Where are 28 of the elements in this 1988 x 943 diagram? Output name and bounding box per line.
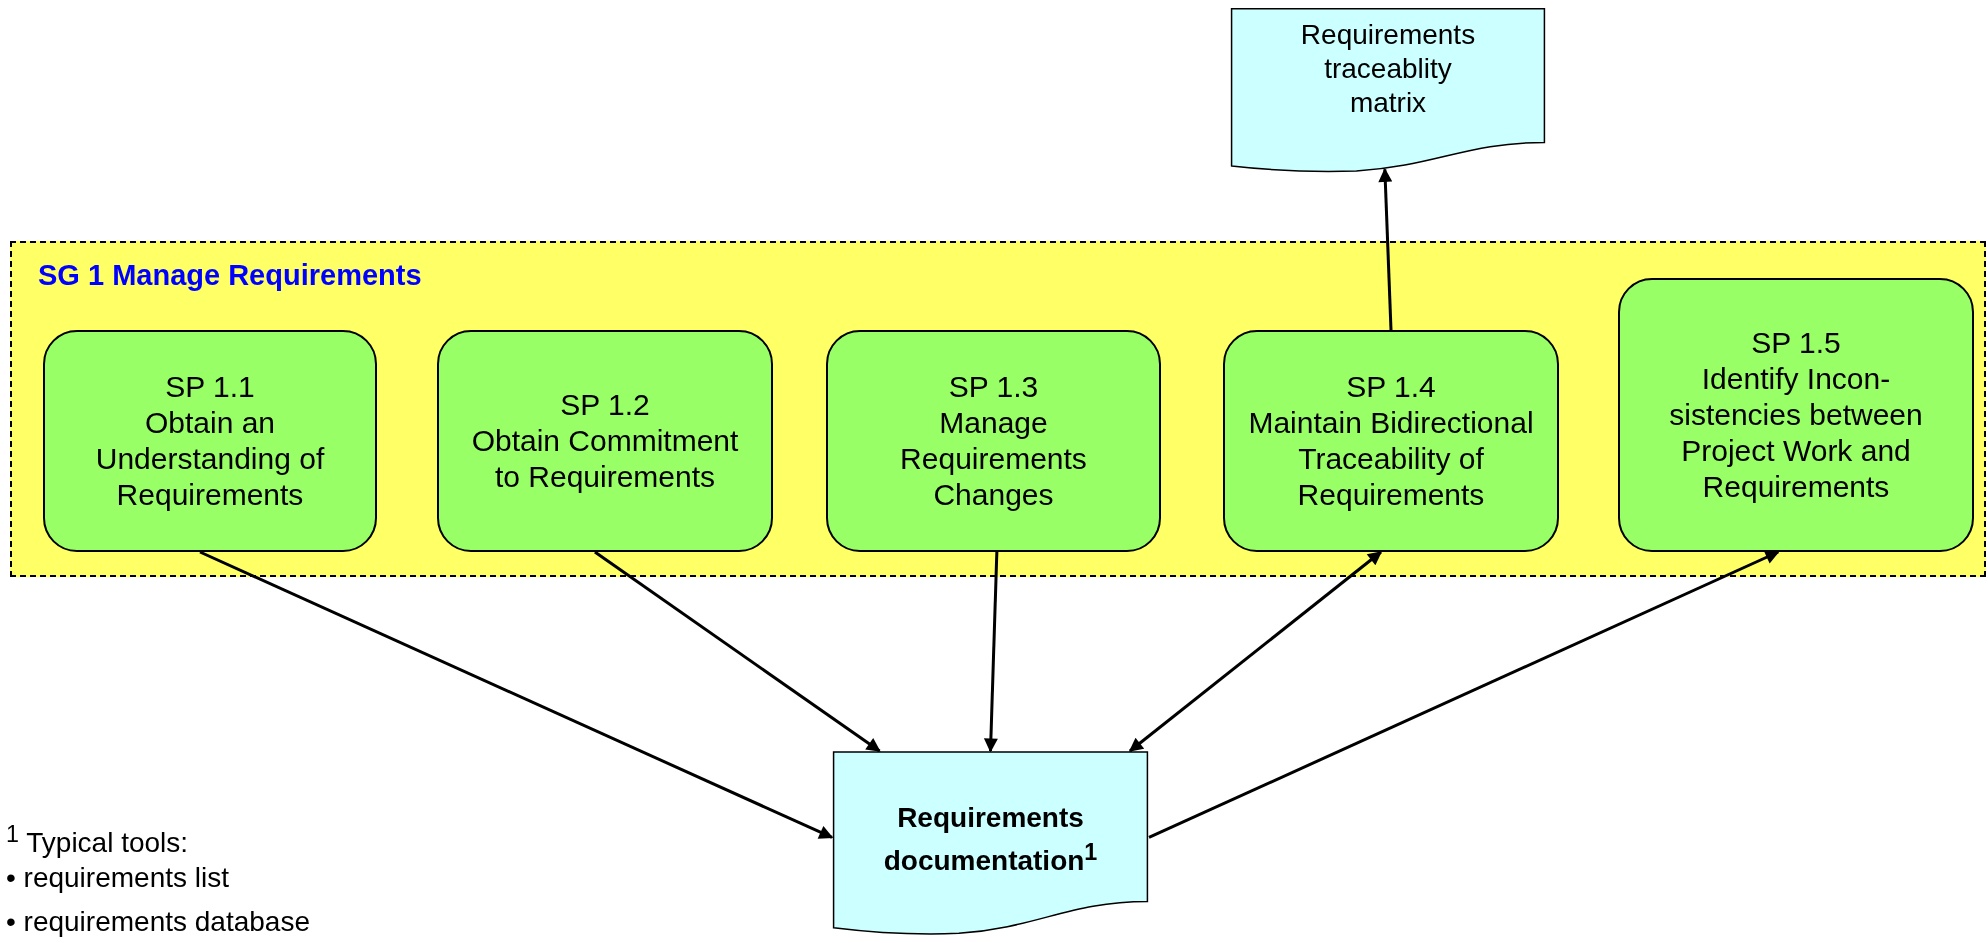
process-id: SP 1.1 [165,369,255,405]
arrow [1378,167,1393,331]
arrow [199,550,834,839]
footnote-text: • requirements database [6,906,310,938]
process-title: Obtain an Understanding of Requirements [94,405,326,513]
process-box [43,330,377,552]
footnote-text: • requirements list [6,862,229,894]
process-box [437,330,773,552]
group-title: SG 1 Manage Requirements [38,259,422,292]
arrow [983,551,999,753]
process-box [1223,330,1559,552]
arrow [1128,550,1382,753]
process-title: Manage Requirements Changes [899,405,1088,513]
process-title: Obtain Commitment to Requirements [470,423,740,495]
process-box [1618,278,1974,552]
document-title: Requirements traceablity matrix [1299,18,1477,120]
process-id: SP 1.3 [948,369,1039,405]
arrow [594,550,881,753]
process-id: SP 1.5 [1751,325,1841,361]
process-title: Identify Incon- sistencies between Project Work and Requirements [1668,361,1924,505]
process-box [826,330,1161,552]
footnote-text: $^{1}$ Typical tools: [6,820,189,860]
document-title: Requirements documentation$^{1}$ [882,801,1099,879]
process-id: SP 1.4 [1346,369,1436,405]
process-id: SP 1.2 [560,387,650,423]
group-band [10,241,1986,577]
process-title: Maintain Bidirectional Traceability of Requirements [1247,405,1535,513]
arrow [1148,550,1780,839]
